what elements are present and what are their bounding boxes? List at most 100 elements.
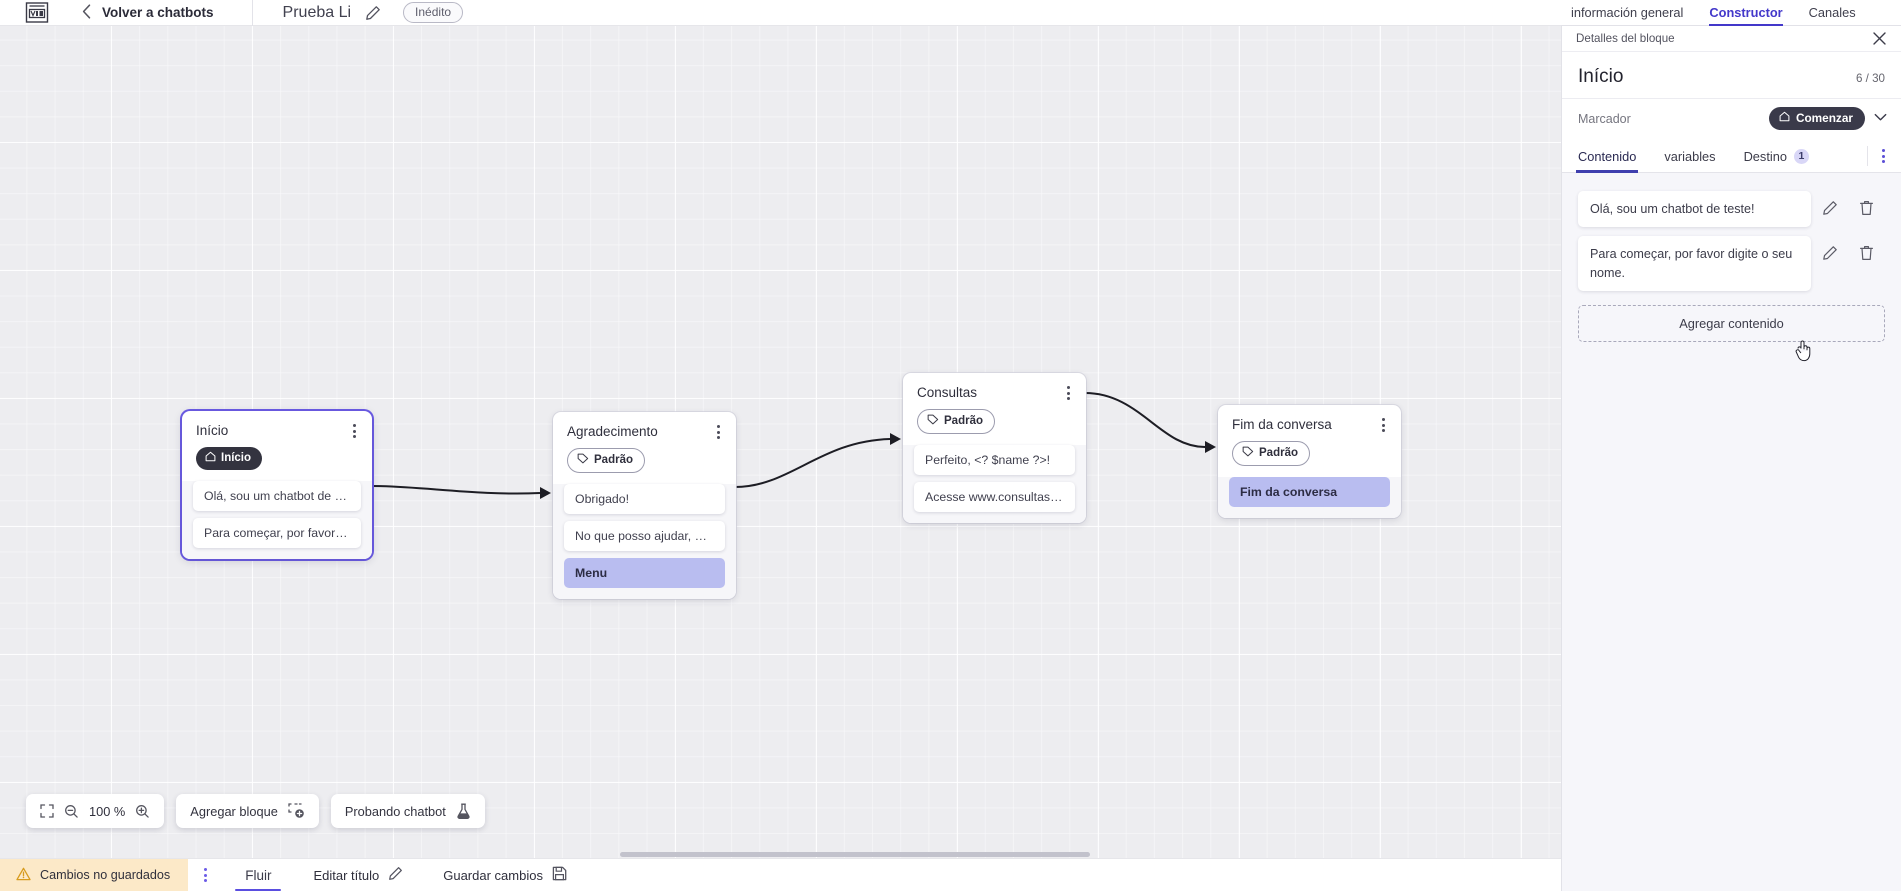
flow-canvas[interactable]: Início Início Olá, sou um chatbot de tes… [0,26,1561,858]
zoom-in-icon[interactable] [135,804,150,819]
tab-destino[interactable]: Destino 1 [1744,140,1809,173]
tag-icon [927,414,939,428]
fit-screen-icon[interactable] [40,804,54,818]
more-vertical-icon[interactable] [347,422,361,440]
tag-icon [1242,446,1254,460]
tab-contenido[interactable]: Contenido [1575,140,1639,173]
node-message[interactable]: Obrigado! [564,484,725,514]
content-item-row: Para começar, por favor digite o seu nom… [1578,236,1885,291]
add-block-icon [288,803,305,819]
close-icon[interactable] [1872,31,1887,46]
node-messages: Fim da conversa [1218,477,1401,518]
add-content-button[interactable]: Agregar contenido [1578,304,1885,342]
pencil-icon[interactable] [1811,236,1848,269]
flow-node-fim-da-conversa[interactable]: Fim da conversa Padrão Fim da conversa [1218,405,1401,518]
node-chip-label: Padrão [944,415,983,427]
node-message[interactable]: Acesse www.consultas.com par... [914,482,1075,512]
warning-icon [16,867,31,884]
tab-contenido-label: Contenido [1578,148,1637,164]
node-message[interactable]: Fim da conversa [1229,477,1390,507]
panel-tabs: Contenido variables Destino 1 [1562,140,1901,173]
node-messages: Olá, sou um chatbot de teste! Para começ… [182,481,372,559]
unsaved-changes-label: Cambios no guardados [40,868,171,882]
node-chip[interactable]: Início [196,447,263,470]
node-message[interactable]: Para começar, por favor digite o ... [193,518,361,548]
save-changes-label: Guardar cambios [443,867,543,883]
more-vertical-icon[interactable] [1061,384,1075,402]
content-text[interactable]: Olá, sou um chatbot de teste! [1578,191,1811,228]
node-title: Consultas [917,385,978,400]
tag-icon [577,453,589,467]
panel-header-title: Detalles del bloque [1576,32,1675,45]
tab-destino-count: 1 [1793,148,1809,164]
flow-node-inicio[interactable]: Início Início Olá, sou um chatbot de tes… [182,411,372,559]
chevron-left-icon[interactable] [82,3,91,22]
tab-variables-label: variables [1664,148,1716,164]
node-message[interactable]: Olá, sou um chatbot de teste! [193,481,361,511]
unsaved-changes-badge: Cambios no guardados [0,859,189,891]
trash-icon[interactable] [1848,236,1885,269]
bottom-status-bar: Cambios no guardados Fluir Editar título… [0,858,1561,891]
status-badge: Inédito [403,2,464,23]
panel-content: Olá, sou um chatbot de teste! Para começ… [1562,173,1901,891]
trash-icon[interactable] [1848,191,1885,224]
node-chip[interactable]: Padrão [917,409,995,434]
pencil-icon [388,866,403,884]
tab-fluir[interactable]: Fluir [223,859,293,891]
content-text[interactable]: Para começar, por favor digite o seu nom… [1578,236,1811,291]
more-vertical-icon[interactable] [1376,416,1390,434]
zoom-controls: 100 % [26,794,165,828]
add-block-button[interactable]: Agregar bloque [176,794,319,828]
node-messages: Perfeito, <? $name ?>! Acesse www.consul… [903,445,1086,523]
home-icon [1779,111,1790,125]
node-message[interactable]: Menu [564,558,725,588]
save-icon [552,866,567,884]
tab-constructor[interactable]: Constructor [1709,5,1783,26]
node-messages: Obrigado! No que posso ajudar, <? $name … [553,484,736,599]
node-chip-row: Padrão [553,439,736,484]
flask-icon [456,803,471,820]
pencil-icon[interactable] [1811,191,1848,224]
chevron-down-icon[interactable] [1874,113,1887,125]
pencil-icon[interactable] [365,5,381,21]
node-chip[interactable]: Padrão [567,448,645,473]
node-chip-label: Padrão [594,454,633,466]
edit-title-button[interactable]: Editar título [293,859,423,891]
canvas-horizontal-scrollbar[interactable] [0,851,1561,858]
canvas-toolbar: 100 % Agregar bloque Probando chatbot [26,794,485,828]
test-chatbot-label: Probando chatbot [344,803,446,819]
node-title: Início [196,423,229,438]
back-to-chatbots-link[interactable]: Volver a chatbots [102,5,214,20]
char-count: 6 / 30 [1855,72,1885,85]
more-vertical-icon[interactable] [711,423,725,441]
brand-logo-icon[interactable] [22,0,52,26]
tab-variables[interactable]: variables [1664,140,1715,173]
node-chip-label: Início [221,452,252,464]
marker-pill[interactable]: Comenzar [1768,107,1865,130]
node-header: Consultas [903,373,1086,400]
node-header: Agradecimento [553,412,736,439]
flow-node-consultas[interactable]: Consultas Padrão Perfeito, <? $name ?>! … [903,373,1086,523]
node-message[interactable]: Perfeito, <? $name ?>! [914,445,1075,475]
save-changes-button[interactable]: Guardar cambios [423,859,587,891]
marker-row: Marcador Comenzar [1562,98,1901,140]
more-vertical-icon[interactable] [188,859,223,891]
tab-informacion-general[interactable]: información general [1571,5,1684,20]
more-vertical-icon[interactable] [1867,146,1891,166]
marker-pill-label: Comenzar [1795,111,1853,125]
test-chatbot-button[interactable]: Probando chatbot [330,794,485,828]
node-message[interactable]: No que posso ajudar, <? $name ... [564,521,725,551]
panel-title-row: Início 6 / 30 [1562,52,1901,98]
home-icon [205,451,216,465]
top-divider [251,0,253,26]
node-chip-row: Padrão [1218,432,1401,477]
zoom-out-icon[interactable] [64,804,79,819]
node-chip[interactable]: Padrão [1232,441,1310,466]
flow-node-agradecimento[interactable]: Agradecimento Padrão Obrigado! No que po… [553,412,736,599]
node-chip-row: Início [182,438,372,481]
page-title: Início [1578,66,1624,87]
add-block-label: Agregar bloque [190,803,278,819]
tab-canales[interactable]: Canales [1808,5,1856,20]
node-header: Início [182,411,372,438]
node-title: Agradecimento [567,424,658,439]
